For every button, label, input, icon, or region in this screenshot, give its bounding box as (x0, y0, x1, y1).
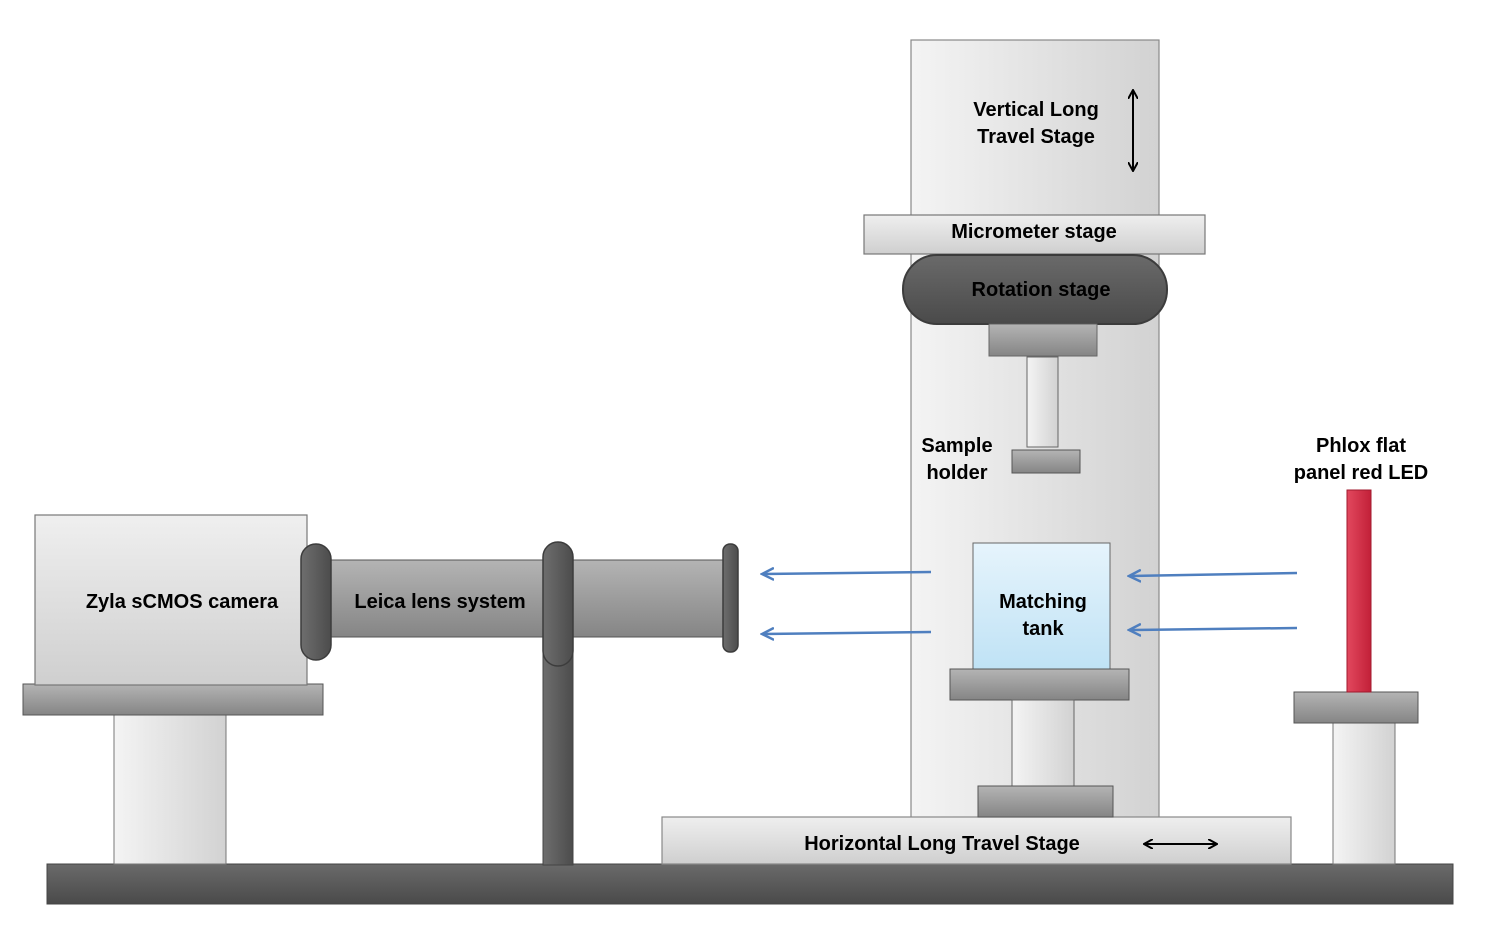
lens-barrel (314, 559, 731, 638)
led-label-line2: panel red LED (1294, 462, 1428, 484)
lens-ring-front (722, 543, 739, 653)
camera-label: Zyla sCMOS camera (86, 591, 279, 613)
led-platform (1293, 691, 1419, 724)
tank-platform (949, 668, 1130, 701)
tank-post (1011, 699, 1075, 788)
sample-holder-label-line2: holder (926, 462, 987, 484)
light-arrow-lens-lower (763, 632, 932, 634)
horizontal-stage-label: Horizontal Long Travel Stage (804, 833, 1080, 855)
vertical-stage-label-line1: Vertical Long (973, 99, 1099, 121)
micrometer-stage (863, 214, 1206, 255)
lens-label: Leica lens system (354, 591, 525, 613)
micrometer-stage-label: Micrometer stage (951, 221, 1117, 243)
light-arrow-lens-upper (763, 572, 932, 574)
lens-post (542, 639, 574, 866)
camera-post (113, 713, 227, 865)
zyla-camera-body (34, 514, 308, 686)
horizontal-stage (661, 816, 1292, 865)
camera-platform (22, 683, 324, 716)
base-rail (46, 863, 1454, 905)
led-label-line1: Phlox flat (1316, 435, 1406, 457)
lens-ring-camera (300, 543, 332, 661)
light-arrow-led-lower (1130, 628, 1298, 630)
matching-tank-label-line1: Matching (999, 591, 1087, 613)
sample-holder-mount (988, 323, 1098, 357)
matching-tank-label-line2: tank (1022, 618, 1064, 640)
lens-ring-middle (542, 541, 574, 667)
rotation-stage-label: Rotation stage (972, 279, 1111, 301)
phlox-red-led (1346, 489, 1372, 693)
light-arrow-led-upper (1130, 573, 1298, 576)
matching-tank (972, 542, 1111, 671)
led-post (1332, 721, 1396, 865)
tank-post-base (977, 785, 1114, 818)
sample-holder-label-line1: Sample (921, 435, 992, 457)
vertical-stage-label-line2: Travel Stage (977, 126, 1095, 148)
sample-holder-rod (1026, 356, 1059, 448)
sample-holder-plate (1011, 449, 1081, 474)
